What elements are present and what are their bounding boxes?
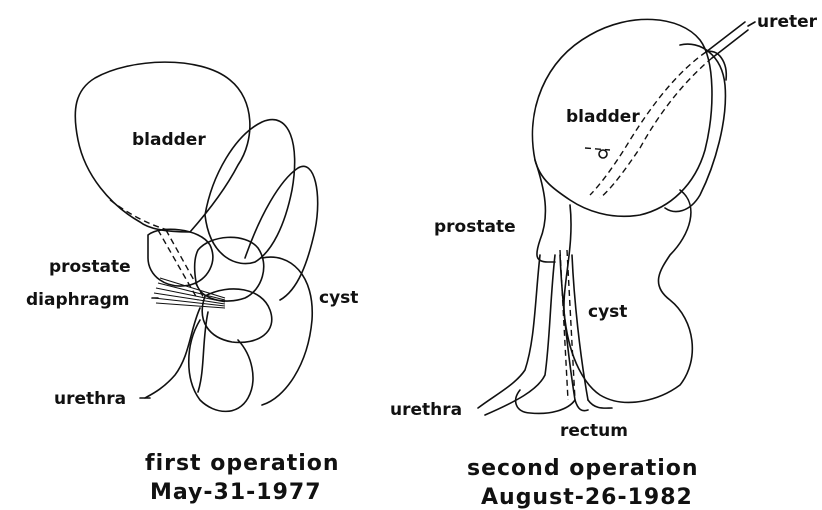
ureter-dashed-2 [600,58,712,198]
label-rectum-2: rectum [560,421,628,441]
ureter-tube [706,22,748,58]
first-operation-panel: bladder prostate diaphragm cyst urethra … [26,62,358,505]
label-urethra-2: urethra [390,400,462,420]
label-cyst: cyst [319,288,358,308]
ureteral-orifice [599,150,607,158]
caption-first-title: first operation [145,451,340,476]
label-urethra: urethra [54,389,126,409]
caption-second-date: August-26-1982 [481,485,693,510]
bottom-lobe [189,320,253,411]
label-bladder: bladder [132,130,206,150]
rectum-base [588,400,612,408]
rectum-tube-right [572,255,588,400]
urethra-tube-outer [478,255,540,408]
cyst-lobe-2 [245,166,318,300]
label-ureter-2: ureter [757,12,818,32]
caption-second-title: second operation [467,456,699,481]
label-cyst-2: cyst [588,302,627,322]
cyst-lobe-3 [262,257,312,405]
ureter-leader [748,22,755,26]
bladder-base-dashed [110,200,168,230]
rectum-base-2 [575,400,588,411]
bladder-lobe-2 [665,44,725,211]
prostate-outline [148,229,213,286]
caption-first-date: May-31-1977 [150,480,322,505]
bottom-lobe-2 [516,390,575,413]
second-operation-panel: ureter bladder prostate cyst urethra rec… [390,12,818,510]
urethra-line-2 [198,312,208,392]
prostate-neck [535,160,555,262]
label-prostate-2: prostate [434,217,516,237]
label-bladder-2: bladder [566,107,640,127]
label-prostate: prostate [49,257,131,277]
bladder-inner-dashed [585,148,610,150]
label-diaphragm: diaphragm [26,290,129,310]
